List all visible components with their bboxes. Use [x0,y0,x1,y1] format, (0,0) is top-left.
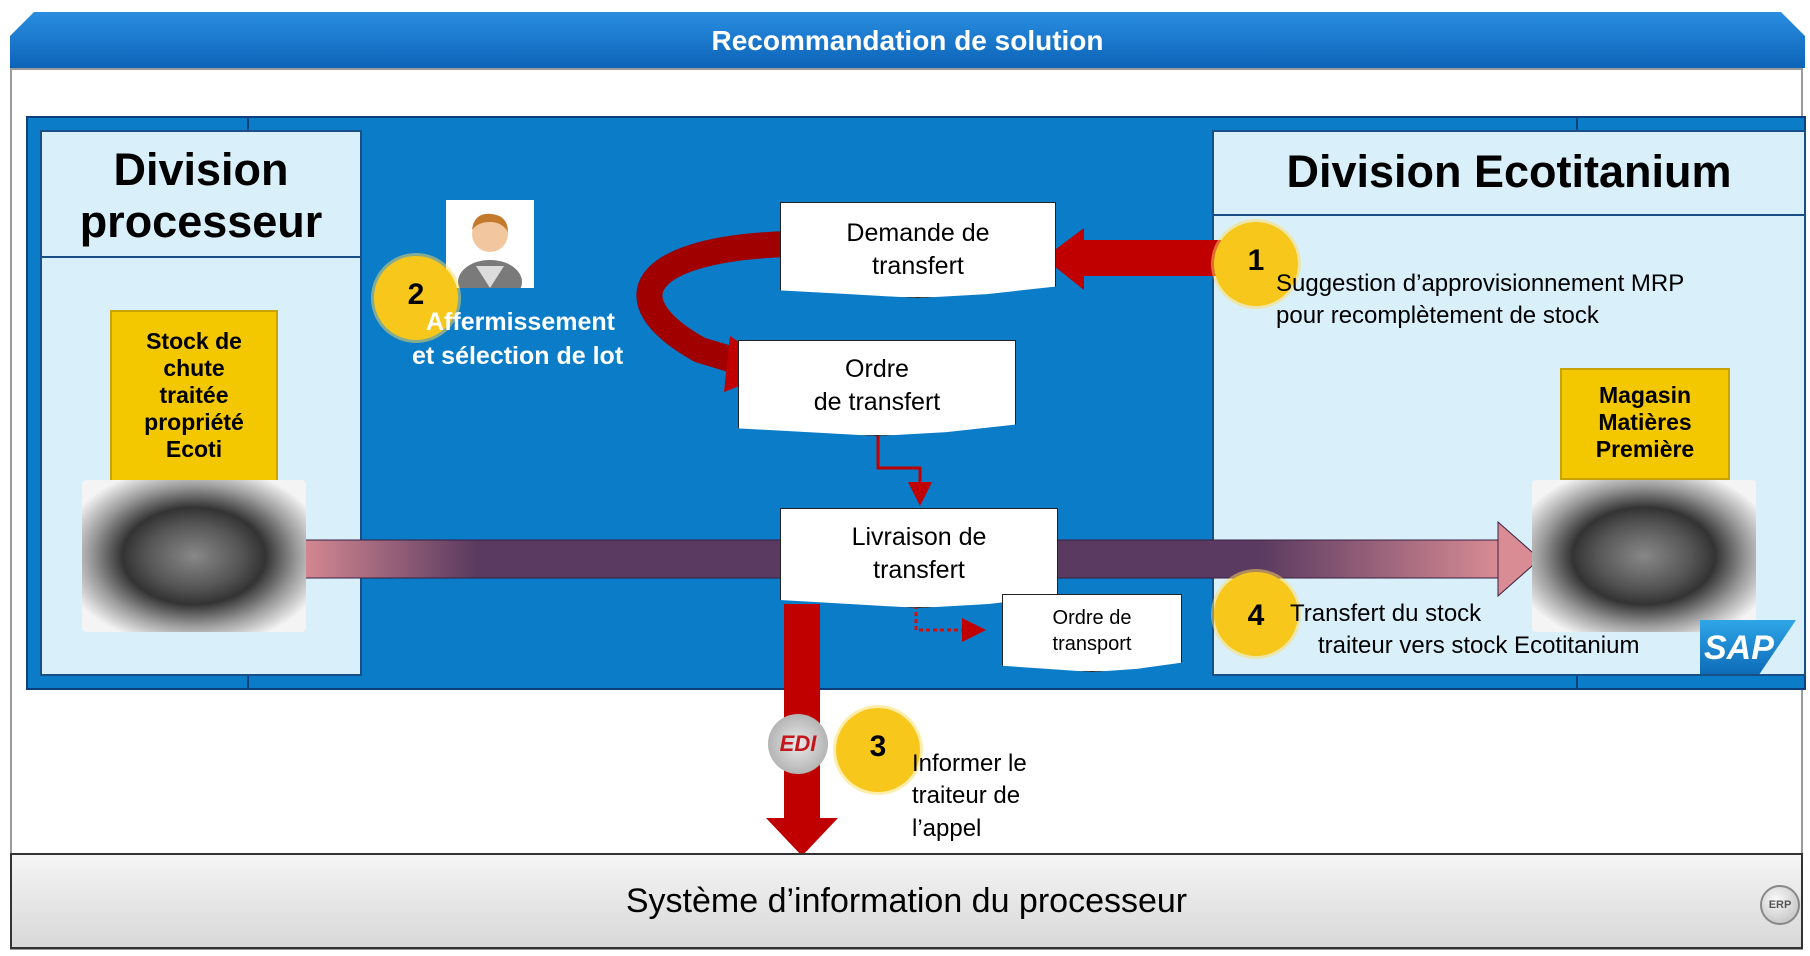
page-title: Recommandation de solution [10,12,1805,68]
stock-chute-box: Stock de chute traitée propriété Ecoti [110,310,278,482]
division-processeur-header: Division processeur [42,132,360,258]
magasin-box-line: Matières [1598,408,1692,435]
step-2-badge: 2 [374,256,458,340]
edi-icon: EDI [768,714,828,774]
doc-livraison-transfert: Livraison de transfert [780,508,1058,608]
doc-text-line: Ordre [845,355,909,383]
doc-text-line: Demande de [846,219,990,247]
user-icon [446,200,534,304]
step-1-label: Suggestion d’approvisionnement MRP pour … [1276,268,1806,333]
doc-text-line: transfert [873,555,965,584]
division-processeur-title-line: Division [113,144,289,195]
magasin-box-line: Première [1595,435,1695,462]
doc-demande-transfert: Demande de transfert [780,202,1056,298]
scrap-metal-image-right [1532,480,1756,632]
step-4-label: Transfert du stock traiteur vers stock E… [1290,598,1710,663]
mrp-suggestion-arrow [1044,228,1224,290]
magasin-box: Magasin Matières Première [1560,368,1730,480]
step-1-line: pour recomplètement de stock [1276,302,1599,330]
step-3-badge: 3 [836,708,920,792]
step-3-line: l’appel [912,814,982,842]
stock-box-line: Stock de [146,328,242,354]
doc-text-line: Livraison de [851,523,987,551]
step-1-line: Suggestion d’approvisionnement MRP [1276,270,1685,297]
step-3-line: Informer le [912,750,1027,777]
stock-box-line: Ecoti [165,435,223,462]
step-4-line: traiteur vers stock Ecotitanium [1318,632,1640,660]
doc-text-line: de transfert [813,387,941,416]
division-processeur-title-line: processeur [79,195,323,247]
edi-down-arrow [766,604,838,856]
doc-text-line: Ordre de [1052,607,1132,629]
ordre-to-livraison-arrow [876,428,932,506]
step-2-line: et sélection de lot [412,341,624,370]
magasin-box-line: Magasin [1598,382,1692,408]
step-4-badge: 4 [1214,572,1298,656]
stock-box-line: chute [163,354,225,381]
step-3-label: Informer le traiteur de l’appel [912,748,1072,845]
transport-order-dotted-arrow [914,598,986,642]
step-4-line: Transfert du stock [1290,600,1482,627]
doc-ordre-transport: Ordre de transport [1002,594,1182,672]
division-ecotitanium-header: Division Ecotitanium [1214,132,1804,216]
doc-text-line: transfert [872,251,964,280]
doc-ordre-transfert: Ordre de transfert [738,340,1016,436]
doc-text-line: transport [1052,633,1132,655]
scrap-metal-image-left [82,480,306,632]
step-2-label: Affermissement et sélection de lot [412,306,684,374]
step-1-badge: 1 [1214,222,1298,306]
processor-information-system: Système d’information du processeur [10,853,1803,949]
step-3-line: traiteur de [912,782,1021,810]
stock-box-line: traitée [159,381,229,408]
stock-box-line: propriété [144,408,244,435]
step-2-line: Affermissement [426,308,615,336]
erp-logo: ERP [1760,885,1800,925]
